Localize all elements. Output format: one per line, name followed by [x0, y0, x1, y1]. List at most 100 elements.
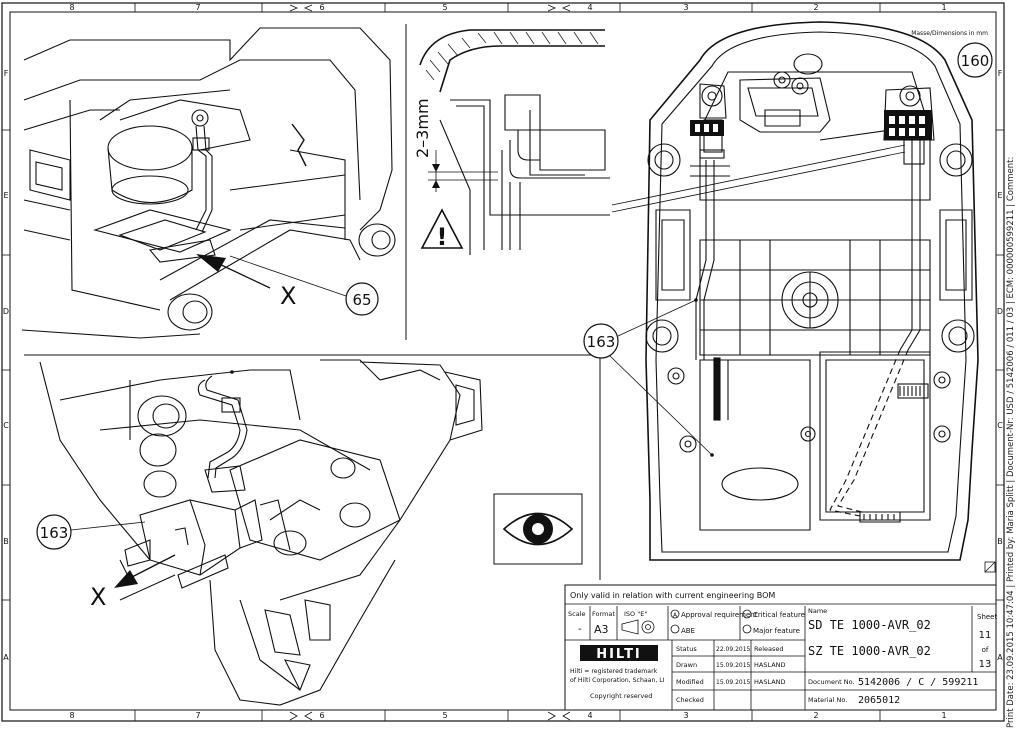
abe-label: ABE [681, 627, 695, 635]
callout-163-bottom: 163 [36, 514, 146, 550]
gap-dimension: 2–3mm [413, 98, 498, 192]
material-number: 2065012 [858, 695, 900, 706]
print-info-vertical: Print Date: 23.09.2015 10:47:04 | Printe… [1006, 156, 1016, 728]
callout-160: 160 [957, 42, 993, 78]
view-top-left [21, 27, 396, 339]
modified-by: HASLAND [754, 678, 786, 686]
iso-label: ISO "E" [624, 610, 647, 618]
row-label: D [997, 307, 1003, 316]
col-label: 7 [195, 3, 200, 12]
column-labels-bottom: 8 7 6 5 4 3 2 1 [69, 711, 946, 720]
col-label: 3 [683, 3, 688, 12]
detail-leader [611, 151, 906, 213]
direction-label-x: X [280, 282, 296, 310]
drawing-name-1: SD TE 1000-AVR_02 [808, 618, 931, 632]
sheet-total: 13 [979, 659, 992, 670]
row-label: F [4, 69, 9, 78]
row-label: E [3, 191, 8, 200]
status-label: Status [676, 645, 697, 653]
detail-leader [611, 144, 906, 206]
units-note: Masse/Dimensions in mm [911, 30, 988, 37]
insertion-arrow-top: X [196, 254, 296, 310]
hilti-logo-text: HILTI [596, 647, 642, 662]
row-label: F [998, 69, 1003, 78]
column-labels-top: 8 7 6 5 4 3 2 1 [69, 3, 946, 12]
warning-triangle: ! [420, 208, 464, 251]
major-feature-icon [742, 624, 752, 634]
callout-number: 160 [961, 52, 990, 70]
view-right-housing [645, 21, 979, 561]
callout-number: 163 [40, 524, 69, 542]
checked-label: Checked [676, 696, 704, 704]
abe-icon [670, 624, 680, 634]
sheet-number: 11 [979, 630, 992, 641]
drawn-date: 15.09.2015 [716, 662, 751, 669]
document-number: 5142006 / C / 599211 [858, 677, 978, 688]
view-bottom-left [39, 359, 483, 706]
row-label: A [997, 653, 1003, 662]
trademark-line-2: of Hilti Corporation, Schaan, LI [570, 677, 665, 684]
row-labels-left: F E D C B A [3, 69, 9, 662]
scale-label: Scale [568, 610, 586, 618]
critical-feature-icon [742, 609, 752, 619]
row-label: E [997, 191, 1002, 200]
callout-number: 65 [352, 291, 371, 309]
approval-requirement-icon [670, 609, 680, 619]
col-label: 3 [683, 711, 688, 720]
projection-symbol-icon [621, 619, 655, 635]
row-label: D [3, 307, 9, 316]
hilti-logo [580, 645, 658, 661]
col-label: 1 [941, 711, 946, 720]
col-label: 8 [69, 3, 74, 12]
warning-icon: ! [437, 223, 448, 251]
trademark-line-1: Hilti = registered trademark [570, 668, 658, 675]
status-date: 22.09.2015 [716, 646, 751, 653]
col-label: 7 [195, 711, 200, 720]
copyright: Copyright reserved [590, 692, 652, 700]
direction-label-x: X [90, 583, 106, 611]
drawing-name-2: SZ TE 1000-AVR_02 [808, 644, 931, 658]
title-block: Only valid in relation with current engi… [564, 584, 997, 711]
approval-requirement-label: Approval requirement [681, 611, 758, 619]
col-label: 6 [319, 3, 324, 12]
document-label: Document No. [808, 678, 855, 686]
callout-number: 163 [587, 333, 616, 351]
col-label: 5 [442, 711, 447, 720]
format-label: Format [592, 610, 615, 618]
row-label: C [997, 421, 1003, 430]
row-labels-right: F E D C B A [997, 69, 1003, 662]
col-label: 4 [587, 3, 592, 12]
drawn-label: Drawn [676, 661, 697, 669]
view-dividers [24, 24, 601, 580]
col-label: 5 [442, 3, 447, 12]
connector-slots [695, 116, 925, 136]
row-label: B [997, 537, 1003, 546]
col-label: 4 [587, 711, 592, 720]
gap-dimension-label: 2–3mm [413, 98, 432, 158]
outer-border [1, 2, 1005, 722]
modified-date: 15.09.2015 [716, 679, 751, 686]
modified-label: Modified [676, 678, 704, 686]
major-feature-label: Major feature [753, 627, 800, 635]
col-label: 8 [69, 711, 74, 720]
units-label: Masse/Dimensions in mm [911, 30, 988, 37]
column-ticks [2, 3, 1004, 721]
visual-inspection-box [493, 493, 583, 565]
leader-dot [230, 370, 234, 374]
centering-marks [289, 4, 571, 721]
row-label: B [3, 537, 9, 546]
col-label: 1 [941, 3, 946, 12]
insertion-arrow-bottom: X [90, 554, 176, 611]
row-label: C [3, 421, 9, 430]
status-value: Released [754, 645, 784, 653]
callout-163-right: 163 [583, 299, 713, 456]
callout-65: 65 [229, 255, 379, 316]
validity-note: Only valid in relation with current engi… [570, 591, 775, 600]
material-label: Material No. [808, 696, 847, 704]
col-label: 6 [319, 711, 324, 720]
corner-mark [984, 561, 996, 573]
scale-value: - [578, 624, 582, 635]
detail-gap-view [419, 29, 610, 255]
